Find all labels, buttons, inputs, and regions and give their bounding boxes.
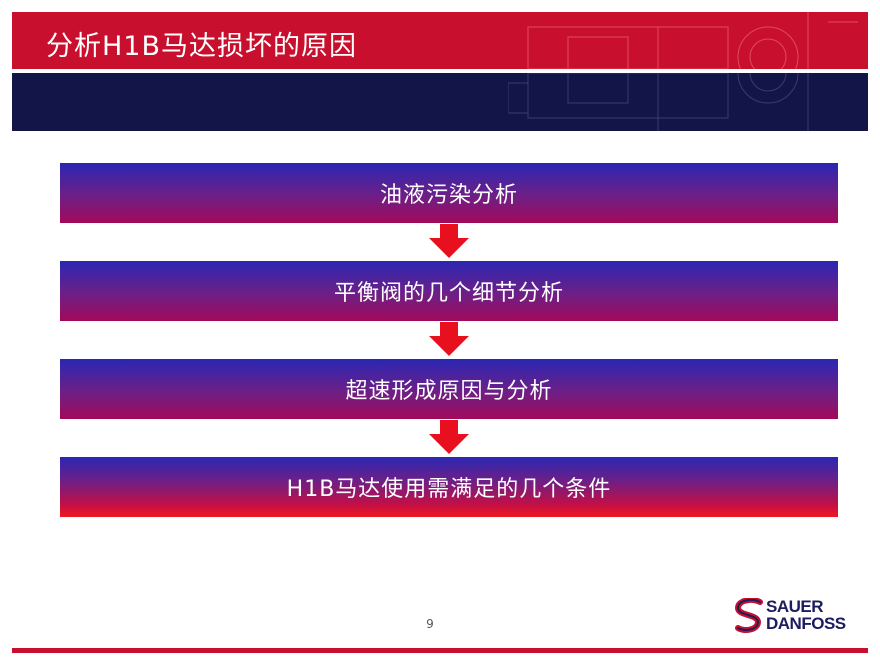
technical-drawing-watermark <box>527 12 858 69</box>
technical-drawing-watermark <box>508 73 809 131</box>
footer-line <box>12 648 868 653</box>
logo-line-1: SAUER <box>766 597 824 616</box>
step-label: 油液污染分析 <box>379 183 518 208</box>
logo-line-2: DANFOSS <box>766 614 846 633</box>
down-arrow-icon <box>429 224 469 258</box>
page-number: 9 <box>426 617 434 631</box>
sauer-danfoss-logo: SAUER DANFOSS <box>734 598 858 634</box>
down-arrow-icon <box>429 420 469 454</box>
step-box-overspeed: 超速形成原因与分析 <box>60 359 838 419</box>
step-box-usage-conditions: H1B马达使用需满足的几个条件 <box>60 457 838 517</box>
step-box-oil-contamination: 油液污染分析 <box>60 163 838 223</box>
step-label: H1B马达使用需满足的几个条件 <box>286 477 612 502</box>
step-label: 平衡阀的几个细节分析 <box>333 281 564 306</box>
down-arrow-icon <box>429 322 469 356</box>
logo-wordmark: SAUER DANFOSS <box>766 598 846 632</box>
step-box-balance-valve: 平衡阀的几个细节分析 <box>60 261 838 321</box>
slide-title: 分析H1B马达损坏的原因 <box>46 31 358 62</box>
title-bar: 分析H1B马达损坏的原因 <box>12 12 868 69</box>
header-navy-bar <box>12 73 868 131</box>
logo-mark-icon <box>734 598 763 633</box>
step-label: 超速形成原因与分析 <box>345 379 553 404</box>
